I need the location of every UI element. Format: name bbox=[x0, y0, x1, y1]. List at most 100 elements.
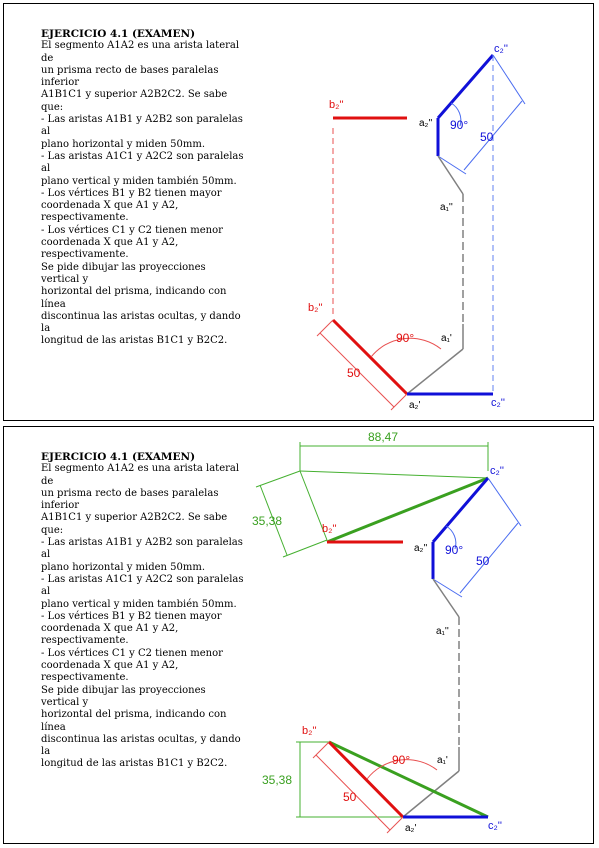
label-a1: a₁'' bbox=[436, 626, 449, 637]
label-c2-lower: c₂'' bbox=[488, 820, 502, 832]
label-a1-lower: a₁' bbox=[441, 333, 452, 344]
statement-line: coordenada X que A1 y A2, bbox=[41, 623, 179, 635]
angle-arc-lower bbox=[366, 759, 438, 780]
exercise-title: EJERCICIO 4.1 (EXAMEN) bbox=[41, 451, 196, 463]
statement-line: un prisma recto de bases paralelas infer… bbox=[41, 487, 219, 512]
statement-line: respectivamente. bbox=[41, 672, 129, 684]
label-angle-lower: 90° bbox=[396, 331, 414, 345]
dimension-extension bbox=[312, 741, 330, 759]
exercise-title: EJERCICIO 4.1 (EXAMEN) bbox=[41, 28, 196, 40]
statement-line: - Las aristas A1B1 y A2B2 son paralelas … bbox=[41, 537, 243, 561]
dimension-extension bbox=[432, 578, 463, 598]
label-dimension: 50 bbox=[476, 554, 490, 568]
statement-line: Se pide dibujar las proyecciones vertica… bbox=[41, 684, 206, 708]
label-dimension: 50 bbox=[480, 130, 494, 144]
statement-line: - Los vértices B1 y B2 tienen mayor bbox=[41, 187, 222, 199]
label-a2-lower: a₂' bbox=[405, 823, 416, 834]
dimension-extension bbox=[390, 393, 408, 411]
statement-line: discontinua las aristas ocultas, y dando… bbox=[41, 310, 241, 335]
label-height-lower: 35,38 bbox=[262, 773, 292, 787]
statement-line: - Las aristas A1B1 y A2B2 son paralelas … bbox=[41, 114, 243, 138]
label-a2: a₂'' bbox=[414, 543, 427, 554]
statement-line: - Los vértices C1 y C2 tienen menor bbox=[41, 224, 223, 236]
statement-line: respectivamente. bbox=[41, 249, 129, 261]
label-dimension-lower: 50 bbox=[343, 790, 357, 804]
statement-line: Se pide dibujar las proyecciones vertica… bbox=[41, 261, 206, 285]
edge-gray bbox=[432, 578, 460, 618]
dimension-line bbox=[319, 332, 395, 408]
exercise-panel-bottom: EJERCICIO 4.1 (EXAMEN) El segmento A1A2 … bbox=[3, 426, 594, 844]
statement-line: longitud de las aristas B1C1 y B2C2. bbox=[41, 758, 228, 770]
dimension-extension bbox=[487, 477, 522, 527]
label-angle: 90° bbox=[445, 543, 463, 557]
dimension-extension bbox=[492, 54, 526, 105]
edge-a1b1-horizontal-projection bbox=[331, 318, 409, 396]
statement-line: discontinua las aristas ocultas, y dando… bbox=[41, 733, 241, 758]
statement-line: plano horizontal y miden 50mm. bbox=[41, 138, 206, 150]
statement-line: El segmento A1A2 es una arista lateral d… bbox=[41, 40, 240, 64]
statement-line: - Los vértices B1 y B2 tienen mayor bbox=[41, 610, 222, 622]
dimension-extension bbox=[386, 816, 404, 834]
statement-line: horizontal del prisma, indicando con lín… bbox=[41, 709, 227, 733]
dimension-extension bbox=[282, 539, 328, 558]
exercise-panel-top: EJERCICIO 4.1 (EXAMEN) El segmento A1A2 … bbox=[3, 3, 594, 421]
statement-line: longitud de las aristas B1C1 y B2C2. bbox=[41, 335, 228, 347]
edge-gray bbox=[437, 155, 464, 195]
label-a2: a₂'' bbox=[419, 118, 432, 129]
label-b2: b₂'' bbox=[322, 523, 337, 535]
statement-line: horizontal del prisma, indicando con lín… bbox=[41, 286, 227, 310]
statement-line: un prisma recto de bases paralelas infer… bbox=[41, 64, 219, 89]
dimension-extension bbox=[316, 319, 334, 337]
label-angle-lower: 90° bbox=[392, 753, 410, 767]
statement-line: - Las aristas A1C1 y A2C2 son paralelas … bbox=[41, 150, 244, 175]
edge-a2c2-vertical-projection bbox=[436, 54, 495, 119]
label-b2-lower: b₂'' bbox=[302, 725, 317, 737]
statement-line: plano horizontal y miden 50mm. bbox=[41, 561, 206, 573]
dimension-extension bbox=[437, 155, 467, 175]
label-c2: c₂'' bbox=[490, 465, 504, 477]
statement-line: plano vertical y miden también 50mm. bbox=[41, 598, 237, 610]
label-b2: b₂'' bbox=[329, 99, 344, 111]
dimension-line-height bbox=[259, 484, 288, 556]
statement-line: El segmento A1A2 es una arista lateral d… bbox=[41, 463, 240, 487]
dimension-line bbox=[315, 754, 391, 831]
statement-line: respectivamente. bbox=[41, 212, 129, 224]
label-a2-lower: a₂' bbox=[409, 400, 420, 411]
label-width: 88,47 bbox=[368, 430, 398, 444]
statement-line: coordenada X que A1 y A2, bbox=[41, 660, 179, 672]
statement-line: coordenada X que A1 y A2, bbox=[41, 200, 179, 212]
label-c2: c₂'' bbox=[494, 43, 508, 55]
statement-line: coordenada X que A1 y A2, bbox=[41, 237, 179, 249]
statement-line: A1B1C1 y superior A2B2C2. Se sabe que: bbox=[41, 89, 228, 113]
statement-line: plano vertical y miden también 50mm. bbox=[41, 175, 237, 187]
label-a1-lower: a₁' bbox=[437, 755, 448, 766]
angle-arc-upper bbox=[450, 102, 462, 127]
statement-line: A1B1C1 y superior A2B2C2. Se sabe que: bbox=[41, 512, 228, 536]
edge-gray bbox=[402, 770, 460, 818]
label-b2-lower: b₂'' bbox=[308, 302, 323, 314]
statement-line: - Las aristas A1C1 y A2C2 son paralelas … bbox=[41, 573, 244, 598]
statement-text: EJERCICIO 4.1 (EXAMEN) El segmento A1A2 … bbox=[41, 451, 246, 771]
angle-arc-lower bbox=[370, 337, 442, 358]
construction-line bbox=[299, 470, 328, 541]
angle-arc-upper bbox=[445, 525, 457, 550]
statement-line: respectivamente. bbox=[41, 635, 129, 647]
edge-a1b1-horizontal-projection bbox=[327, 740, 405, 819]
statement-line: - Los vértices C1 y C2 tienen menor bbox=[41, 647, 223, 659]
label-c2-lower: c₂'' bbox=[491, 397, 505, 409]
label-angle: 90° bbox=[450, 118, 468, 132]
label-a1: a₁'' bbox=[440, 202, 453, 213]
construction-line bbox=[299, 470, 489, 479]
edge-gray bbox=[406, 348, 464, 395]
dimension-line bbox=[459, 522, 519, 594]
drawing-bottom: 88,47 c₂'' 35,38 b₂'' a₂'' 90° 50 a₁'' b… bbox=[252, 430, 522, 834]
edge-b1c1 bbox=[328, 740, 489, 819]
statement-text: EJERCICIO 4.1 (EXAMEN) El segmento A1A2 … bbox=[41, 28, 246, 348]
dimension-line bbox=[463, 100, 523, 171]
drawing-top: c₂'' b₂'' a₂'' 90° 50 a₁'' b₂'' 90° a₁' … bbox=[308, 43, 526, 411]
dimension-extension bbox=[255, 470, 301, 488]
label-height-upper: 35,38 bbox=[252, 514, 282, 528]
label-dimension-lower: 50 bbox=[347, 366, 361, 380]
edge-a2c2-vertical-projection bbox=[431, 477, 490, 543]
edge-b2c2 bbox=[326, 476, 489, 544]
